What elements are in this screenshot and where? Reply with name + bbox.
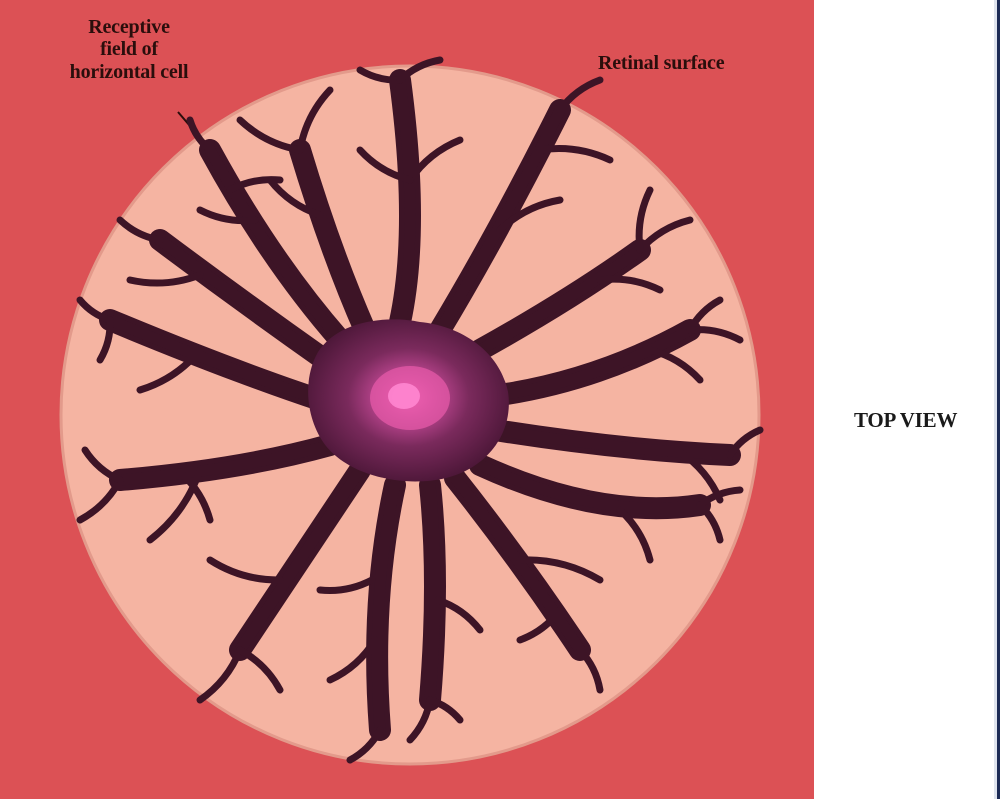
retinal-surface-label: Retinal surface	[598, 52, 724, 74]
frame-edge	[994, 0, 1000, 799]
receptive-field-label-line-1: Receptive	[34, 16, 224, 38]
right-margin	[814, 0, 1000, 799]
receptive-field-label-line-2: field of	[34, 38, 224, 60]
top-view-label: TOP VIEW	[854, 409, 957, 433]
receptive-field-label-line-3: horizontal cell	[34, 61, 224, 83]
dendrite-branch	[430, 485, 435, 700]
nucleolus	[388, 383, 420, 409]
receptive-field-label: Receptive field of horizontal cell	[34, 16, 224, 83]
